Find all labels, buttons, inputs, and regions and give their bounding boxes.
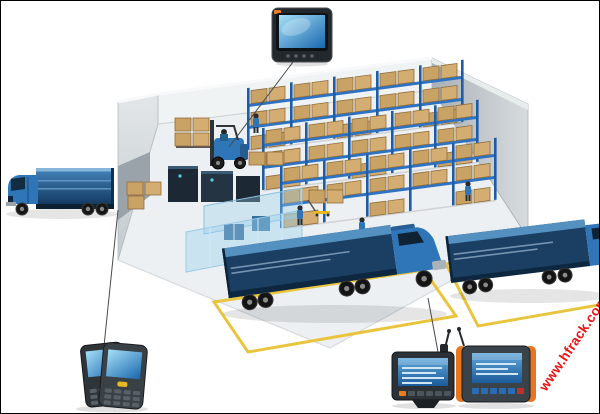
terminal-key <box>481 388 488 394</box>
truck-windshield <box>591 226 600 240</box>
outbound-truck-right <box>445 219 600 295</box>
dock-box <box>127 195 145 210</box>
machine-block <box>168 166 198 202</box>
tablet-screen <box>279 15 325 48</box>
forklift-body <box>214 138 244 160</box>
rugged-tablet-device <box>271 7 333 63</box>
terminal-key <box>490 388 497 394</box>
floor-goods <box>126 151 344 217</box>
terminal-key <box>417 391 424 396</box>
pallet-jack-handle <box>307 199 317 213</box>
parking-bay-center <box>211 268 459 354</box>
antenna-icon <box>458 329 465 347</box>
forklift-guard <box>216 125 239 141</box>
terminal-key <box>472 388 479 394</box>
tablet-button <box>286 54 290 58</box>
callout-line-handhelds <box>103 209 119 347</box>
tablet-button <box>310 54 314 58</box>
handheld-screen <box>106 349 143 380</box>
handheld-scan-button <box>117 381 128 388</box>
forklift <box>174 117 248 170</box>
tablet-button <box>302 54 306 58</box>
vehicle-mount-terminal <box>391 329 455 408</box>
forklift-forks <box>176 146 210 148</box>
truck-windshield <box>11 177 25 191</box>
truck-windshield <box>397 231 425 246</box>
antenna-icon <box>444 331 450 349</box>
forklift-driver <box>221 129 227 135</box>
terminal-key <box>444 391 451 396</box>
terminal-key <box>508 388 515 394</box>
wall-top-edge <box>117 56 433 104</box>
machine-block <box>201 171 233 202</box>
terminal-key <box>499 388 506 394</box>
truck-trailer <box>36 168 114 204</box>
terminal-bracket <box>412 400 440 408</box>
packing-machine <box>252 216 270 231</box>
fixed-mount-terminal <box>456 327 536 403</box>
handheld-computers <box>80 341 148 410</box>
tablet-button <box>294 54 298 58</box>
terminal-key <box>426 391 433 396</box>
inbound-truck <box>6 168 118 219</box>
terminal-key <box>408 391 415 396</box>
handheld-computer-b <box>98 342 148 410</box>
terminal-key <box>435 391 442 396</box>
pallet-jack <box>314 211 330 214</box>
callout-line-tablet <box>228 61 294 148</box>
outbound-truck-center <box>221 223 447 311</box>
forklift-mast <box>210 120 214 166</box>
terminal-key <box>399 391 406 396</box>
callout-line-terminal <box>427 297 439 353</box>
terminal-key <box>517 388 524 394</box>
